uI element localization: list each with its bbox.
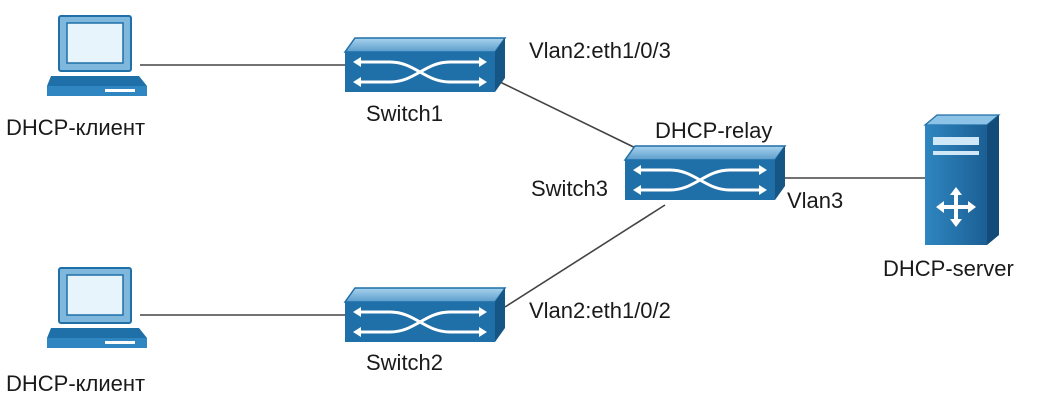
switch3-label: Switch3 bbox=[531, 176, 609, 201]
client1-label: DHCP-клиент bbox=[6, 115, 146, 140]
switch-icon bbox=[343, 37, 507, 92]
server-icon bbox=[923, 114, 1001, 245]
links bbox=[140, 64, 925, 316]
client2-label: DHCP-клиент bbox=[6, 371, 146, 396]
link-switch2-switch3 bbox=[504, 204, 666, 308]
switch-icon bbox=[343, 287, 507, 342]
server-label: DHCP-server bbox=[883, 256, 1014, 281]
link-server-vlan-label: Vlan3 bbox=[787, 188, 844, 213]
pc-icon bbox=[47, 267, 147, 348]
link-switch1-switch3 bbox=[499, 81, 651, 156]
dhcp-relay-label: DHCP-relay bbox=[655, 118, 773, 143]
pc-icon bbox=[47, 15, 147, 96]
link-sw2-port-label: Vlan2:eth1/0/2 bbox=[529, 298, 671, 323]
switch1-label: Switch1 bbox=[366, 101, 444, 126]
switch-icon bbox=[623, 145, 787, 200]
link-sw1-port-label: Vlan2:eth1/0/3 bbox=[529, 38, 671, 63]
switch2-label: Switch2 bbox=[366, 350, 444, 375]
